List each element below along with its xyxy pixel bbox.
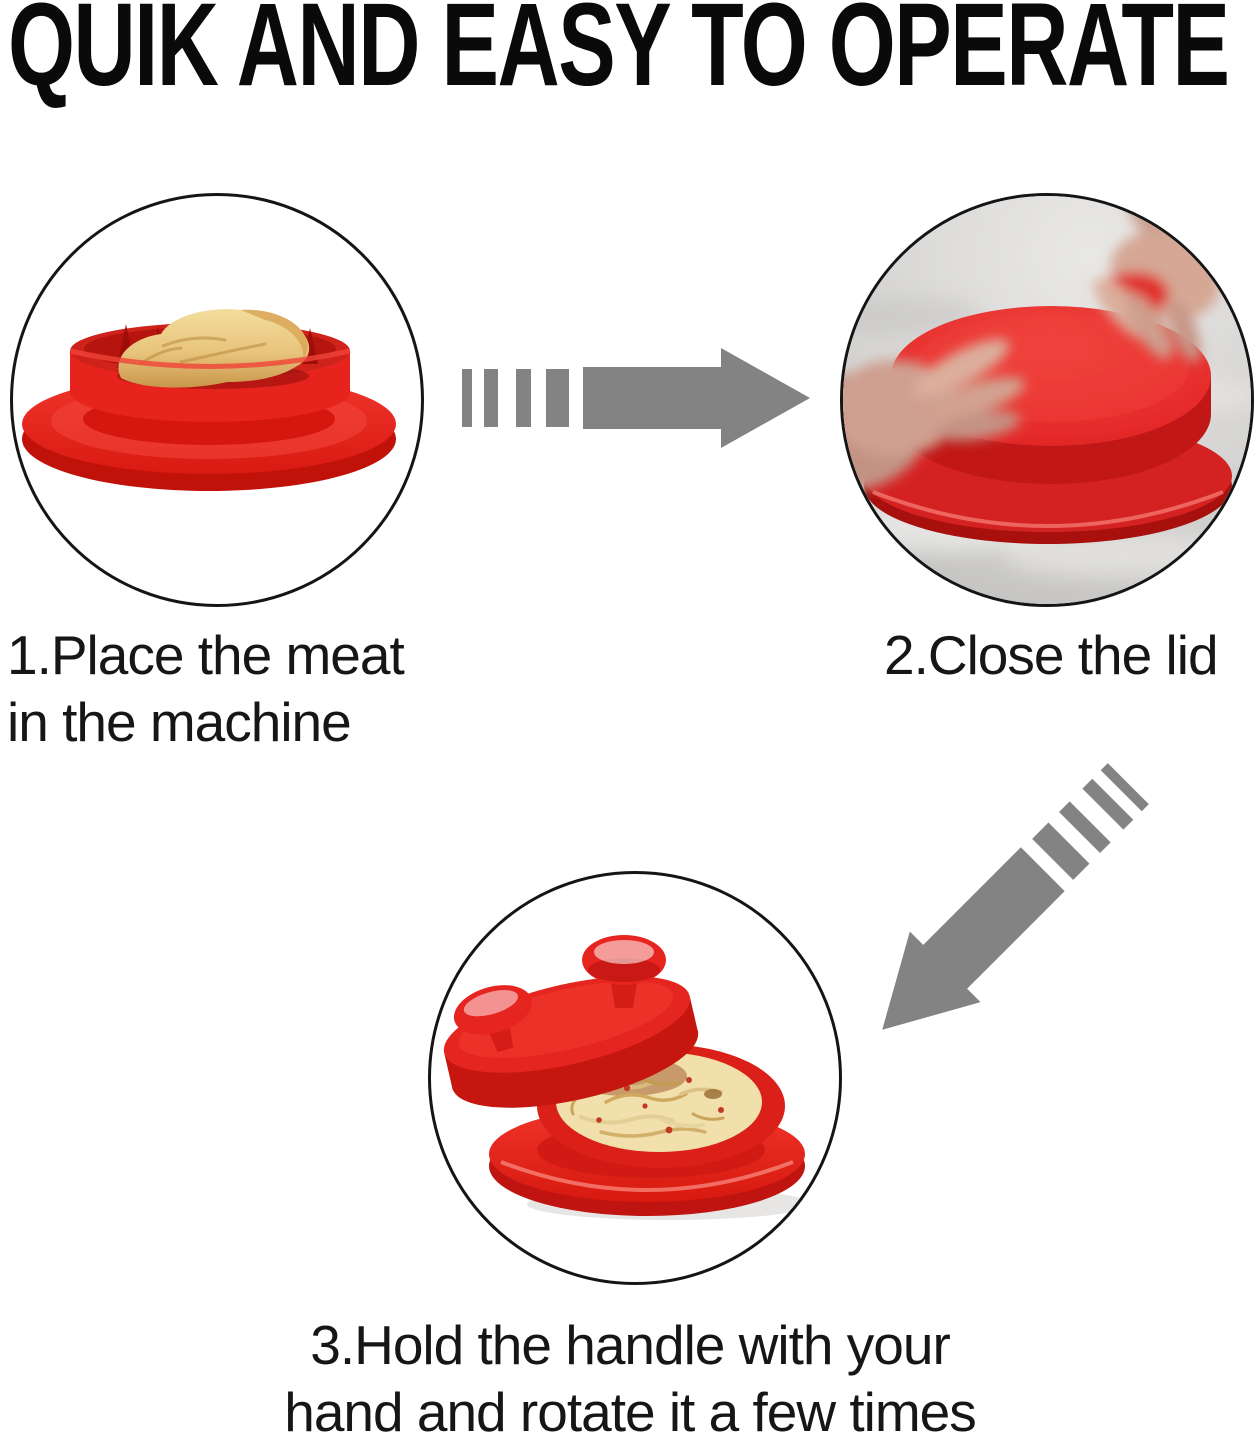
left-knob-handle — [453, 985, 532, 1053]
page-title: QUIK AND EASY TO OPERATE — [8, 0, 1230, 111]
step-1-photo — [10, 193, 424, 607]
left-hand — [843, 338, 1025, 494]
step-2-photo — [840, 193, 1254, 607]
hands-closing-lid-illustration — [843, 196, 1251, 604]
shredder-base-with-chicken-illustration — [22, 309, 396, 491]
step-3-photo — [428, 871, 842, 1285]
step-1-caption: 1.Place the meat in the machine — [7, 624, 405, 754]
shredder-with-handle-illustration — [443, 935, 811, 1220]
arrow-down-left-icon — [847, 747, 1165, 1065]
top-knob-handle — [582, 935, 666, 1008]
chicken-breast — [118, 309, 310, 388]
arrow-right-icon — [460, 348, 810, 448]
step-2-caption: 2.Close the lid — [884, 624, 1219, 686]
step-3-caption: 3.Hold the handle with your hand and rot… — [284, 1314, 977, 1444]
